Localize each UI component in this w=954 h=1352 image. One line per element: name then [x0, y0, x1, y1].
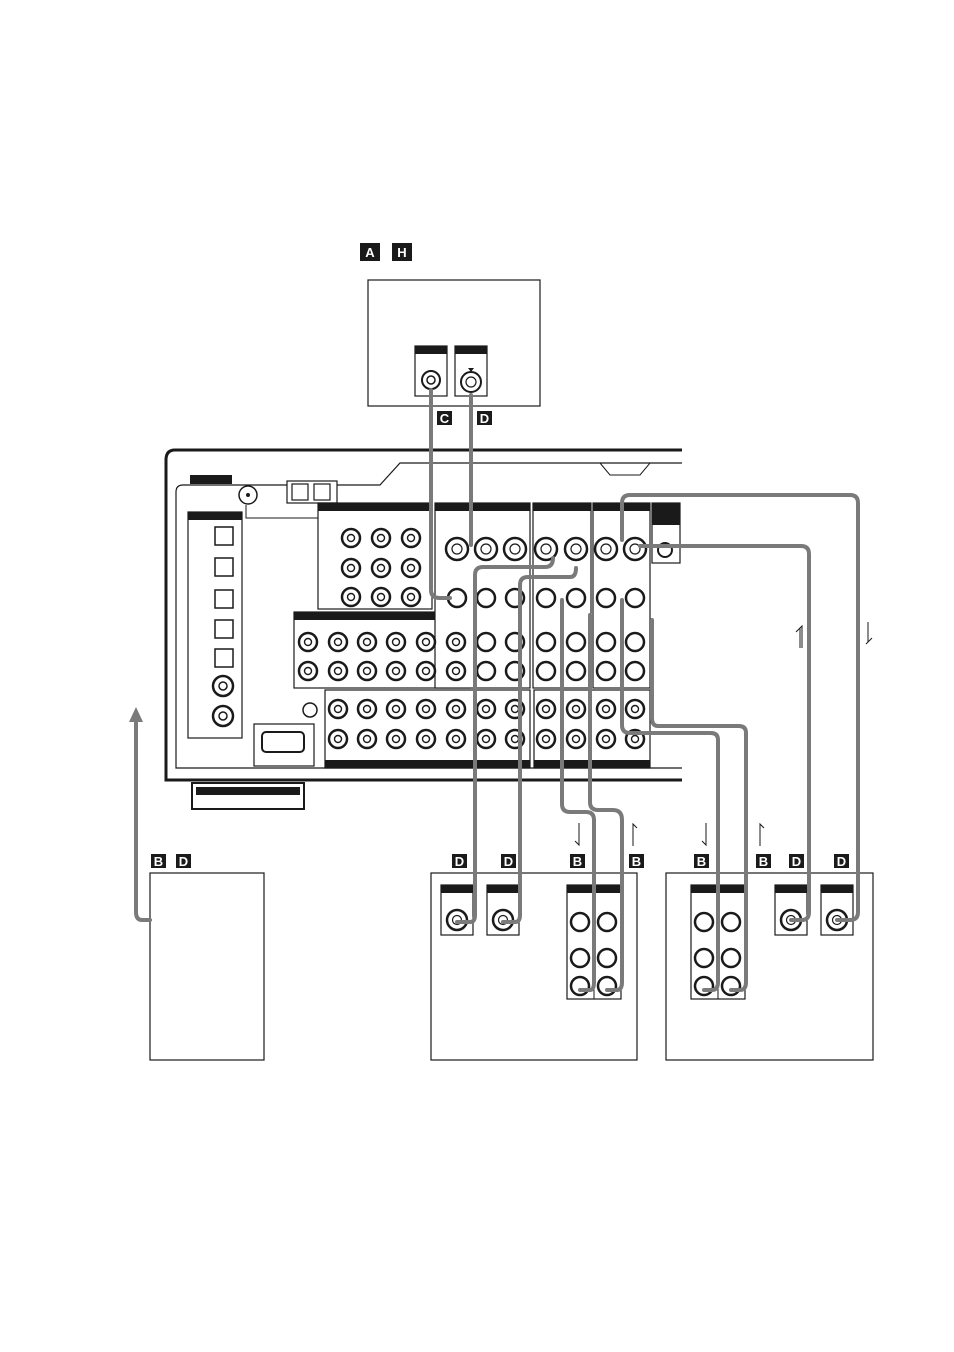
- middle-device-box: [431, 873, 637, 1060]
- label-b-tag-right-2: B: [756, 854, 771, 869]
- label-d-text-monitor: D: [480, 411, 489, 426]
- label-d-tag-right-2: D: [834, 854, 849, 869]
- label-b-tag-left: B: [151, 854, 166, 869]
- label-d-tag-right-1: D: [789, 854, 804, 869]
- label-d-tag-mid-1: D: [452, 854, 467, 869]
- label-b-text-mid-2: B: [632, 854, 641, 869]
- label-a-tag: A: [360, 243, 380, 261]
- cable-left-return: [136, 718, 150, 920]
- label-b-tag-mid-2: B: [629, 854, 644, 869]
- label-a-text: A: [365, 245, 375, 260]
- label-c-tag: C: [437, 411, 452, 426]
- label-d-text-mid-1: D: [455, 854, 464, 869]
- label-b-tag-mid-1: B: [570, 854, 585, 869]
- right-device-box: [666, 873, 873, 1060]
- label-d-tag-monitor: D: [477, 411, 492, 426]
- label-b-text-mid-1: B: [573, 854, 582, 869]
- left-device-box: [150, 873, 264, 1060]
- label-h-text: H: [397, 245, 406, 260]
- label-h-tag: H: [392, 243, 412, 261]
- label-d-tag-left: D: [176, 854, 191, 869]
- label-d-text-right-1: D: [792, 854, 801, 869]
- label-d-text-mid-2: D: [504, 854, 513, 869]
- receiver-panel: [166, 450, 682, 809]
- label-c-text: C: [440, 411, 450, 426]
- label-d-tag-mid-2: D: [501, 854, 516, 869]
- label-b-tag-right-1: B: [694, 854, 709, 869]
- label-b-text-left: B: [154, 854, 163, 869]
- arrow-up-left: [129, 707, 143, 722]
- monitor-svideo-jack: [455, 346, 487, 396]
- monitor-box: [368, 280, 540, 406]
- label-b-text-right-2: B: [759, 854, 768, 869]
- label-d-text-left: D: [179, 854, 188, 869]
- label-d-text-right-2: D: [837, 854, 846, 869]
- label-b-text-right-1: B: [697, 854, 706, 869]
